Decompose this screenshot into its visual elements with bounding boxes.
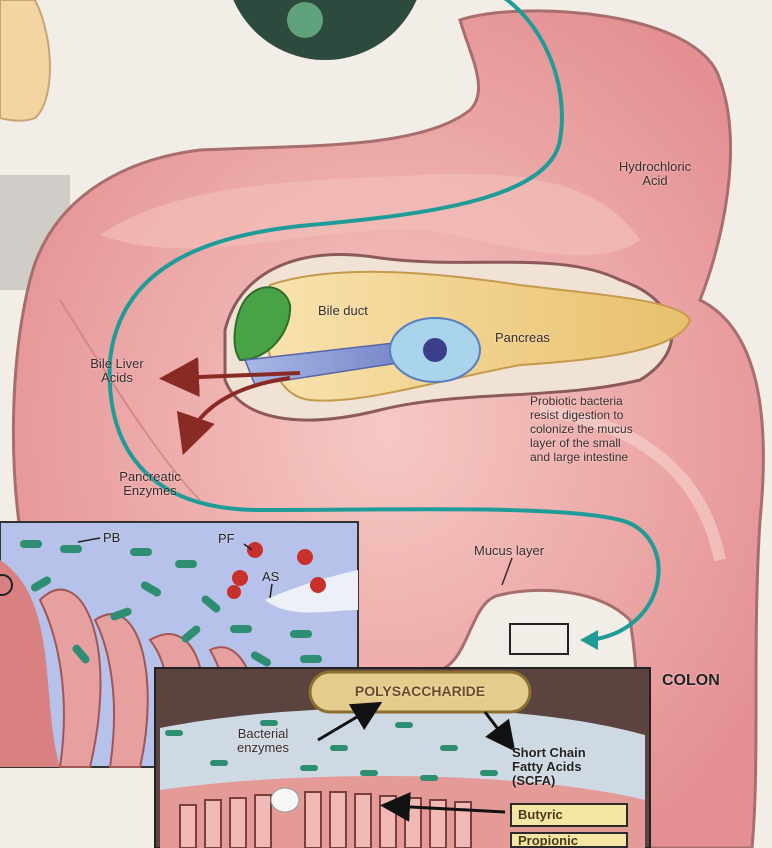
- pancreas-label: Pancreas: [495, 331, 550, 345]
- probiotic-line5: and large intestine: [530, 450, 730, 464]
- bacterial-line2: enzymes: [218, 741, 308, 755]
- bile-liver-line1: Bile Liver: [72, 357, 162, 371]
- probiotic-line4: layer of the small: [530, 436, 730, 450]
- hydrochloric-line1: Hydrochloric: [595, 160, 715, 174]
- scfa-line3: (SCFA): [512, 774, 586, 788]
- bile-liver-line2: Acids: [72, 371, 162, 385]
- pancreatic-line1: Pancreatic: [100, 470, 200, 484]
- bacterial-enzymes-label: Bacterial enzymes: [218, 727, 308, 755]
- propionic-box: Propionic: [510, 832, 628, 848]
- scfa-line1: Short Chain: [512, 746, 586, 760]
- bacterial-line1: Bacterial: [218, 727, 308, 741]
- colon-label: COLON: [662, 672, 720, 690]
- pancreatic-line2: Enzymes: [100, 484, 200, 498]
- scfa-line2: Fatty Acids: [512, 760, 586, 774]
- butyric-box: Butyric: [510, 803, 628, 827]
- as-label: AS: [262, 570, 279, 584]
- bile-liver-acids-label: Bile Liver Acids: [72, 357, 162, 385]
- mucus-layer-label: Mucus layer: [474, 544, 544, 558]
- probiotic-line2: resist digestion to: [530, 408, 730, 422]
- probiotic-note: Probiotic bacteria resist digestion to c…: [530, 394, 730, 464]
- hydrochloric-acid-label: Hydrochloric Acid: [595, 160, 715, 188]
- scfa-label: Short Chain Fatty Acids (SCFA): [512, 746, 586, 788]
- hydrochloric-line2: Acid: [595, 174, 715, 188]
- pf-label: PF: [218, 532, 235, 546]
- liver-fragment: [0, 0, 50, 121]
- probiotic-line1: Probiotic bacteria: [530, 394, 730, 408]
- probiotic-line3: colonize the mucus: [530, 422, 730, 436]
- pancreatic-enzymes-label: Pancreatic Enzymes: [100, 470, 200, 498]
- bile-duct-label: Bile duct: [318, 304, 368, 318]
- pb-label: PB: [103, 531, 120, 545]
- polysaccharide-label: POLYSACCHARIDE: [310, 684, 530, 698]
